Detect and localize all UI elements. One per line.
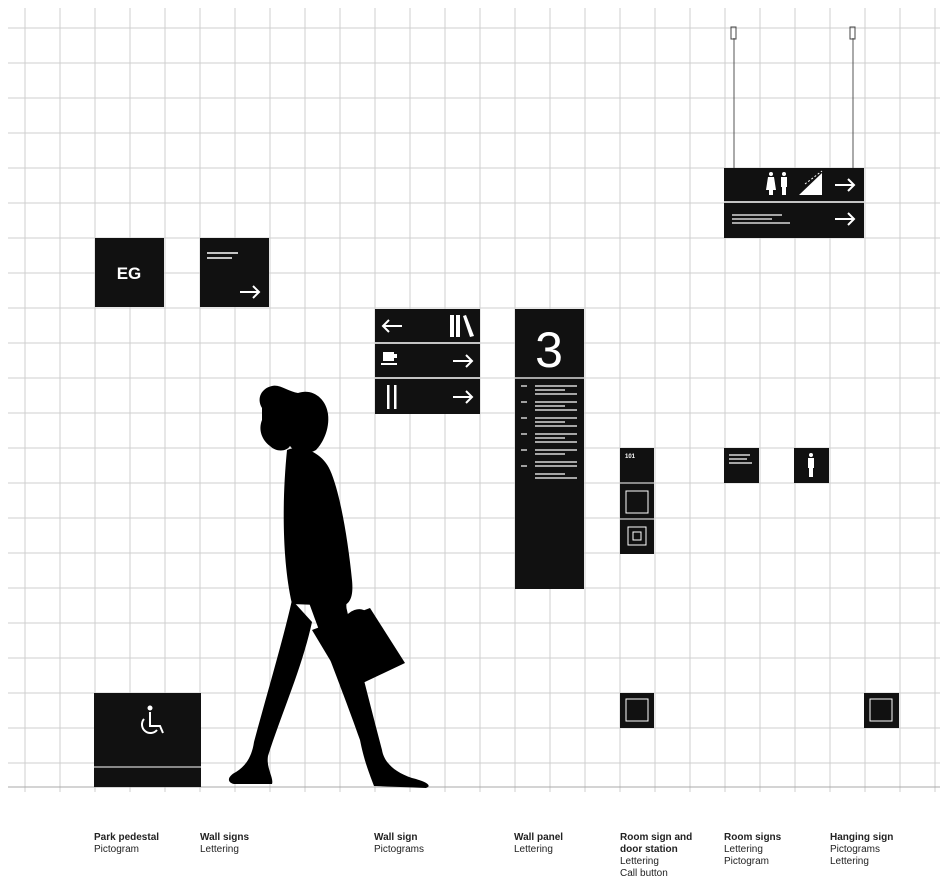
wall-sign-floor-level: EG — [95, 238, 164, 307]
park-pedestal — [94, 693, 201, 787]
room-sign-lettering — [724, 448, 759, 483]
caption-wall-sign: Wall sign Pictograms — [374, 832, 424, 856]
floor-label: EG — [117, 264, 142, 283]
caption-wall-signs: Wall signs Lettering — [200, 832, 249, 856]
wall-panel: 3 — [515, 309, 584, 589]
door-station-lower — [620, 693, 654, 728]
caption-room-signs: Room signs Lettering Pictogram — [724, 832, 781, 868]
panel-floor-number: 3 — [535, 322, 563, 378]
caption-room-sign-door-station: Room sign and door station Lettering Cal… — [620, 832, 692, 880]
room-sign-pictogram — [794, 448, 829, 483]
caption-park-pedestal: Park pedestal Pictogram — [94, 832, 159, 856]
caption-wall-panel: Wall panel Lettering — [514, 832, 563, 856]
room-number: 101 — [625, 454, 636, 460]
wall-sign-pictograms — [375, 309, 480, 414]
caption-hanging-sign: Hanging sign Pictograms Lettering — [830, 832, 893, 868]
wall-sign-lettering — [200, 238, 269, 307]
room-sign-lower — [864, 693, 899, 728]
